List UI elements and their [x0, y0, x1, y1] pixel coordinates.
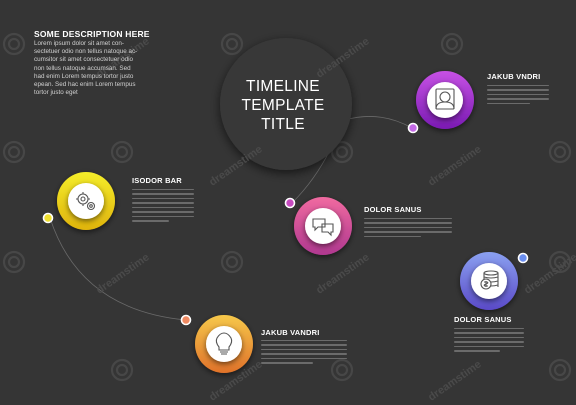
gears-icon	[76, 192, 96, 211]
watermark-spiral-icon	[2, 250, 26, 274]
connector-isodor-jakub	[49, 217, 187, 321]
marker-dot	[407, 122, 419, 134]
timeline-node-jakub-top	[416, 71, 474, 129]
center-title-line: TEMPLATE	[241, 97, 325, 114]
center-title-circle	[220, 38, 352, 170]
watermark-spiral-icon	[548, 358, 572, 382]
timeline-node-jakub-bottom	[195, 315, 253, 373]
watermark-spiral-icon	[440, 32, 464, 56]
watermark-spiral-icon	[548, 140, 572, 164]
center-title-line: TIMELINE	[246, 78, 320, 95]
timeline-node-isodor	[57, 172, 115, 230]
watermark-spiral-icon	[220, 32, 244, 56]
description-lines-dolor-right	[454, 328, 524, 355]
node-label-jakub-top: JAKUB VNDRI	[487, 72, 541, 81]
marker-dot	[180, 314, 192, 326]
description-lines-jakub-bottom	[261, 340, 347, 367]
watermark-spiral-icon	[330, 140, 354, 164]
intro-body: Lorem ipsum dolor sit amet con- sectetue…	[34, 40, 138, 97]
center-title-line: TITLE	[261, 116, 305, 133]
timeline-node-dolor-right	[460, 252, 518, 310]
watermark-spiral-icon	[220, 250, 244, 274]
intro-title: SOME DESCRIPTION HERE	[34, 29, 150, 39]
center-title: TIMELINE TEMPLATE TITLE	[232, 77, 334, 134]
watermark-spiral-icon	[2, 32, 26, 56]
marker-dot	[517, 252, 529, 264]
marker-dot	[284, 197, 296, 209]
node-label-isodor: ISODOR BAR	[132, 176, 182, 185]
chat-icon	[312, 218, 334, 237]
node-label-dolor-right: DOLOR SANUS	[454, 315, 512, 324]
timeline-node-dolor-mid	[294, 197, 352, 255]
watermark-spiral-icon	[330, 358, 354, 382]
watermark-spiral-icon	[110, 140, 134, 164]
user-icon	[435, 88, 455, 110]
watermark-spiral-icon	[2, 140, 26, 164]
node-label-dolor-mid: DOLOR SANUS	[364, 205, 422, 214]
connector-center-jakub	[344, 116, 413, 129]
marker-dot	[42, 212, 54, 224]
description-lines-jakub-top	[487, 85, 549, 107]
coins-icon	[480, 270, 499, 290]
watermark-layer	[2, 32, 572, 382]
watermark-spiral-icon	[548, 250, 572, 274]
lightbulb-icon	[215, 332, 233, 355]
node-label-jakub-bottom: JAKUB VANDRI	[261, 328, 320, 337]
watermark-spiral-icon	[110, 358, 134, 382]
description-lines-dolor-mid	[364, 218, 452, 240]
description-lines-isodor	[132, 189, 194, 225]
